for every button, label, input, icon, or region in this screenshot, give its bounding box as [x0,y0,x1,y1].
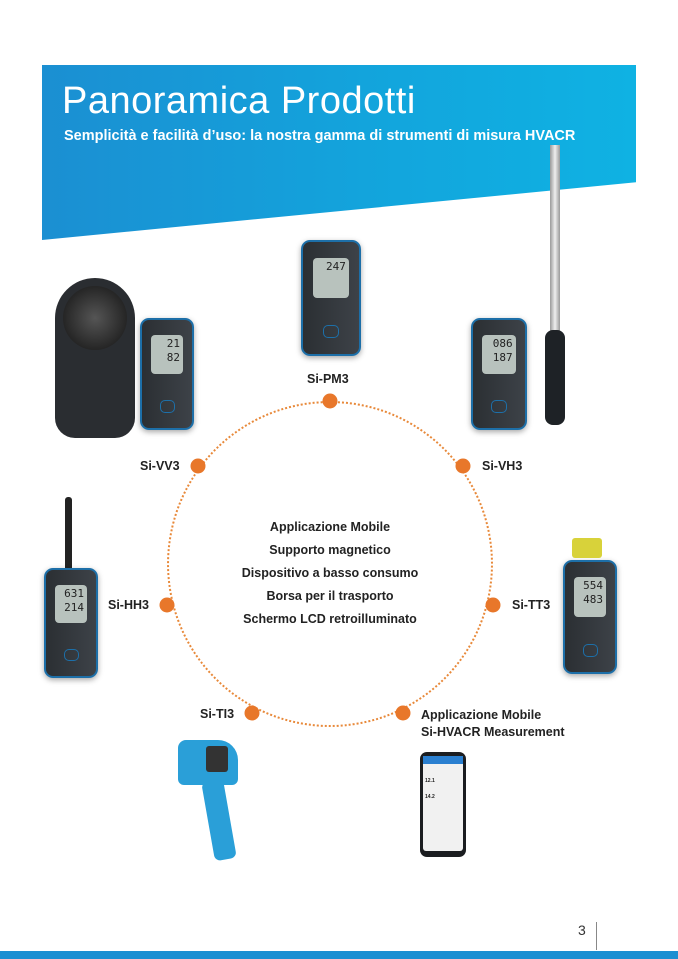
marker-si-ti3 [244,705,260,721]
antenna-icon [65,497,72,572]
marker-si-vv3 [190,458,206,474]
label-si-ti3: Si-TI3 [200,707,235,721]
label-si-vv3: Si-VV3 [140,459,180,473]
page-number-divider [596,922,597,950]
device-screen: 247 [313,257,349,298]
screen-value: 21 [166,337,180,351]
marker-si-tt3 [485,597,501,613]
probe-handle-icon [545,330,565,425]
screen-value: 483 [583,593,603,607]
label-si-vh3: Si-VH3 [482,459,523,473]
feature-item: Borsa per il trasporto [266,589,394,603]
page-number: 3 [578,922,586,938]
feature-list: Applicazione Mobile Supporto magnetico D… [230,516,430,631]
footer-bar [0,951,678,959]
screen-value: 187 [492,351,513,365]
feature-item: Applicazione Mobile [269,520,391,534]
page-subtitle: Semplicità e facilità d’uso: la nostra g… [64,128,576,144]
label-si-tt3: Si-TT3 [512,598,551,612]
device-si-pm3-image: 247 [301,240,361,356]
label-app-line2: Si-HVACR Measurement [421,725,565,739]
smartphone-app-image: 12.1 14.2 [420,752,466,857]
infrared-thermometer-image [178,740,238,862]
screen-value: 214 [64,600,84,614]
screen-value: 247 [326,259,346,273]
screen-value: 086 [492,337,513,351]
feature-item: Supporto magnetico [269,543,391,557]
thermocouple-plugs-icon [572,538,602,558]
marker-si-vh3 [455,458,471,474]
app-reading: 12.1 [425,778,435,784]
label-app-line1: Applicazione Mobile [421,708,542,722]
feature-item: Dispositivo a basso consumo [241,566,419,580]
vane-anemometer-head-icon [55,278,135,438]
screen-value: 82 [166,351,180,365]
feature-item: Schermo LCD retroilluminato [243,612,417,626]
screen-value: 631 [64,586,84,600]
marker-si-hh3 [159,597,175,613]
label-si-pm3: Si-PM3 [307,372,349,386]
marker-si-pm3 [322,393,338,409]
screen-value: 554 [583,579,603,593]
telescopic-probe-icon [550,145,560,335]
marker-app [395,705,411,721]
page-title: Panoramica Prodotti [62,80,416,122]
label-si-hh3: Si-HH3 [108,598,149,612]
app-reading: 14.2 [425,794,435,800]
